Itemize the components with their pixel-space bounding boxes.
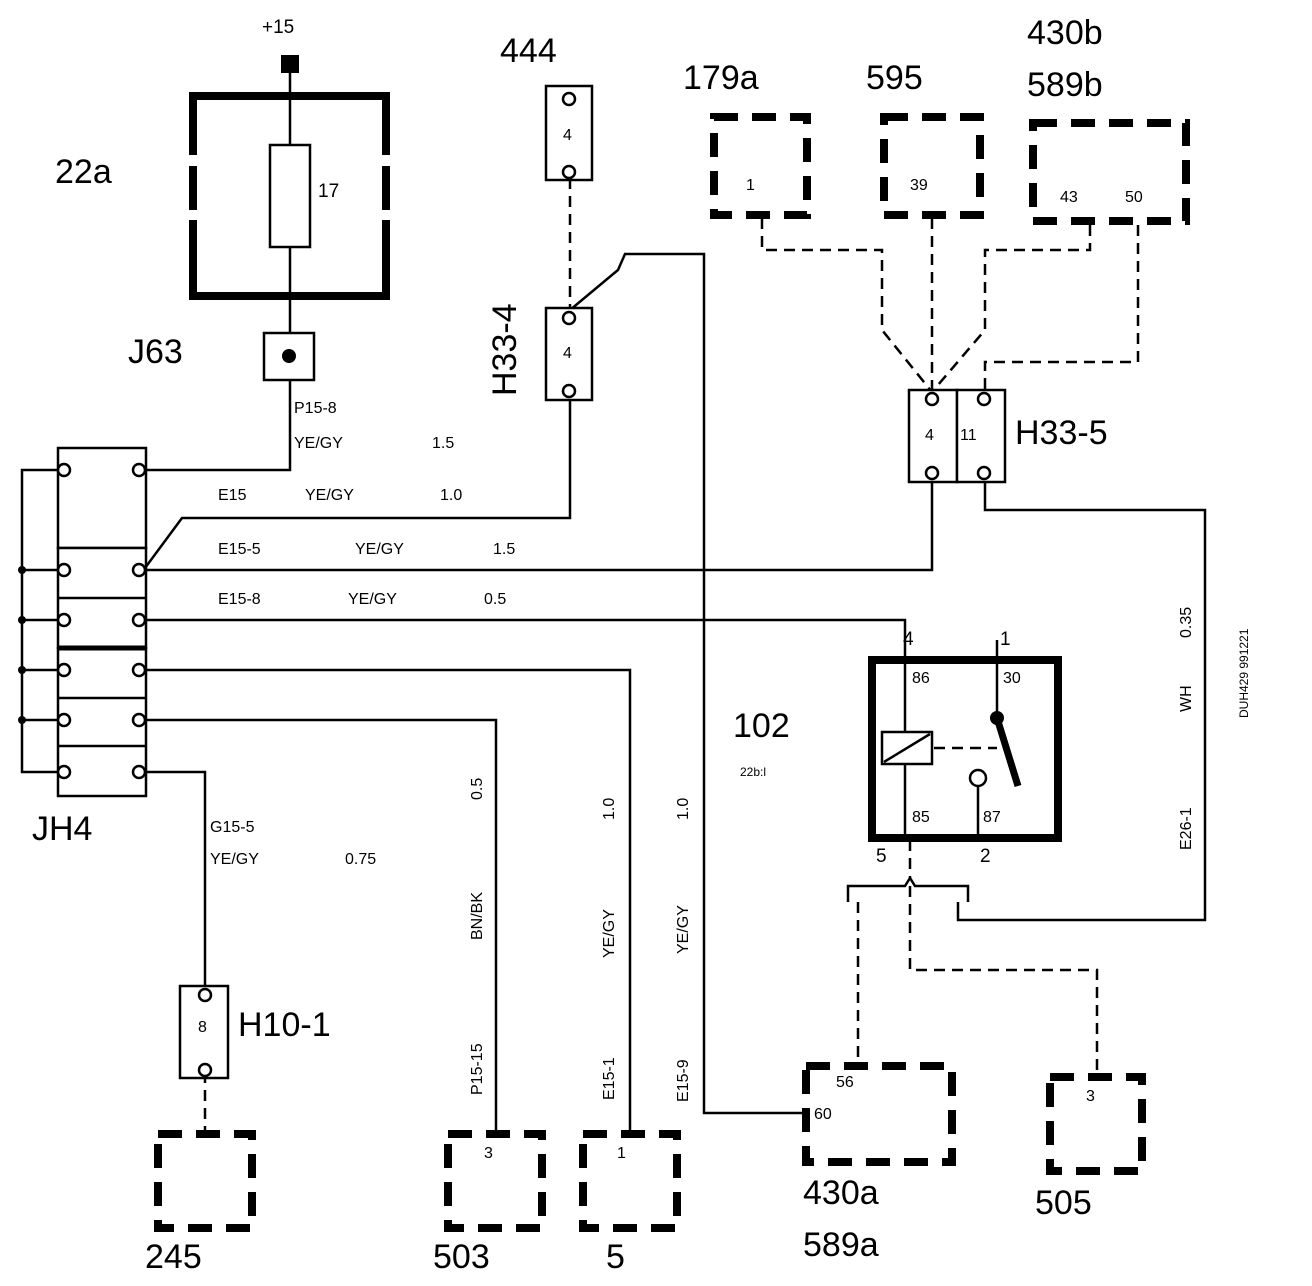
component-505: 3 505 — [1035, 1073, 1146, 1222]
fuse-element — [268, 143, 312, 249]
svg-text:179a: 179a — [683, 59, 759, 97]
svg-text:1: 1 — [617, 1145, 626, 1162]
wire-p15-8-color: YE/GY — [294, 435, 343, 452]
component-430a: 56 60 430a 589a — [802, 1062, 956, 1264]
wire-e26-1-color: WH — [1178, 685, 1195, 712]
svg-text:430b: 430b — [1027, 14, 1103, 52]
svg-text:4: 4 — [563, 345, 572, 362]
h33-5-label: H33-5 — [1015, 414, 1108, 452]
supply-terminal — [281, 55, 299, 73]
wire-p15-8-size: 1.5 — [432, 435, 454, 452]
svg-text:60: 60 — [814, 1106, 832, 1123]
svg-text:4: 4 — [925, 427, 934, 444]
component-179a: 1 179a — [683, 59, 811, 219]
wire-p15-15-size: 0.5 — [469, 778, 486, 800]
svg-text:85: 85 — [912, 809, 930, 826]
svg-text:39: 39 — [910, 177, 928, 194]
connector-444: 4 444 — [500, 32, 594, 182]
svg-text:505: 505 — [1035, 1184, 1092, 1222]
wire-e26-1-size: 0.35 — [1178, 607, 1195, 638]
wire-e26-1-code: E26-1 — [1178, 807, 1195, 850]
connector-j63: J63 — [128, 331, 316, 382]
svg-text:3: 3 — [484, 1145, 493, 1162]
component-5: 1 5 — [579, 1130, 681, 1276]
svg-text:11: 11 — [960, 427, 977, 444]
relay-label: 102 — [733, 707, 790, 745]
wire-p15-8-code: P15-8 — [294, 400, 337, 417]
j63-label: J63 — [128, 333, 183, 371]
fuse-value: 17 — [318, 181, 339, 202]
wire-e15-code: E15 — [218, 487, 247, 504]
svg-text:8: 8 — [198, 1019, 207, 1036]
connector-h33-4: 4 H33-4 — [486, 303, 594, 402]
wire-g15-5-size: 0.75 — [345, 851, 376, 868]
component-430b: 43 50 430b 589b — [1027, 14, 1190, 225]
wire-e15-size: 1.0 — [440, 487, 462, 504]
svg-text:4: 4 — [903, 629, 914, 650]
svg-text:43: 43 — [1060, 189, 1078, 206]
component-503: 3 503 — [433, 1130, 546, 1276]
svg-text:3: 3 — [1086, 1088, 1095, 1105]
svg-text:503: 503 — [433, 1238, 490, 1276]
svg-text:1: 1 — [1000, 629, 1011, 650]
junction-dots — [18, 566, 26, 724]
svg-text:430a: 430a — [803, 1174, 879, 1212]
svg-text:245: 245 — [145, 1238, 202, 1276]
wire-e15-5-color: YE/GY — [355, 541, 404, 558]
wire-e15-9-color: YE/GY — [675, 905, 692, 954]
svg-text:2: 2 — [980, 846, 991, 867]
wire-e15-8-size: 0.5 — [484, 591, 506, 608]
h33-4-label: H33-4 — [486, 303, 524, 396]
wire-e15-5-size: 1.5 — [493, 541, 515, 558]
solid-wires — [20, 64, 1207, 1135]
wire-e15-9-code: E15-9 — [675, 1059, 692, 1102]
svg-text:30: 30 — [1003, 670, 1021, 687]
component-245: 245 — [145, 1130, 256, 1276]
svg-text:50: 50 — [1125, 189, 1143, 206]
component-595: 39 595 — [866, 59, 984, 219]
diagram-ref: DUH429 991221 — [1237, 628, 1251, 718]
wire-e15-1-size: 1.0 — [601, 798, 618, 820]
wire-p15-15-code: P15-15 — [469, 1043, 486, 1095]
wire-e15-8-color: YE/GY — [348, 591, 397, 608]
svg-text:4: 4 — [563, 127, 572, 144]
svg-text:589a: 589a — [803, 1226, 879, 1264]
wire-e15-1-color: YE/GY — [601, 909, 618, 958]
h10-1-label: H10-1 — [238, 1006, 331, 1044]
svg-text:5: 5 — [606, 1238, 625, 1276]
wire-e15-8-code: E15-8 — [218, 591, 261, 608]
dashed-wires — [203, 178, 1140, 1130]
svg-text:56: 56 — [836, 1074, 854, 1091]
connector-h10-1: 8 H10-1 — [178, 984, 331, 1080]
supply-label: +15 — [262, 17, 294, 38]
svg-text:595: 595 — [866, 59, 923, 97]
wire-g15-5-code: G15-5 — [210, 819, 255, 836]
relay-102: 86 30 85 87 4 1 5 2 102 22b:l — [733, 629, 1062, 867]
wire-e15-9-size: 1.0 — [675, 798, 692, 820]
c444-label: 444 — [500, 32, 557, 70]
wire-e15-5-code: E15-5 — [218, 541, 261, 558]
svg-text:87: 87 — [983, 809, 1001, 826]
wire-e15-color: YE/GY — [305, 487, 354, 504]
jh4-label: JH4 — [32, 810, 92, 848]
relay-sub-label: 22b:l — [740, 765, 766, 779]
fuse-label: 22a — [55, 153, 112, 191]
fuse-22a: 17 22a +15 — [55, 17, 391, 300]
wire-e15-1-code: E15-1 — [601, 1057, 618, 1100]
svg-text:1: 1 — [746, 177, 755, 194]
wire-g15-5-color: YE/GY — [210, 851, 259, 868]
svg-text:589b: 589b — [1027, 66, 1103, 104]
connector-h33-5: 4 11 H33-5 — [907, 388, 1108, 484]
wire-labels: P15-8 YE/GY 1.5 E15 YE/GY 1.0 E15-5 YE/G… — [210, 400, 1251, 1102]
connector-jh4: JH4 — [32, 446, 148, 848]
wire-p15-15-color: BN/BK — [469, 892, 486, 940]
svg-text:86: 86 — [912, 670, 930, 687]
svg-text:5: 5 — [876, 846, 887, 867]
